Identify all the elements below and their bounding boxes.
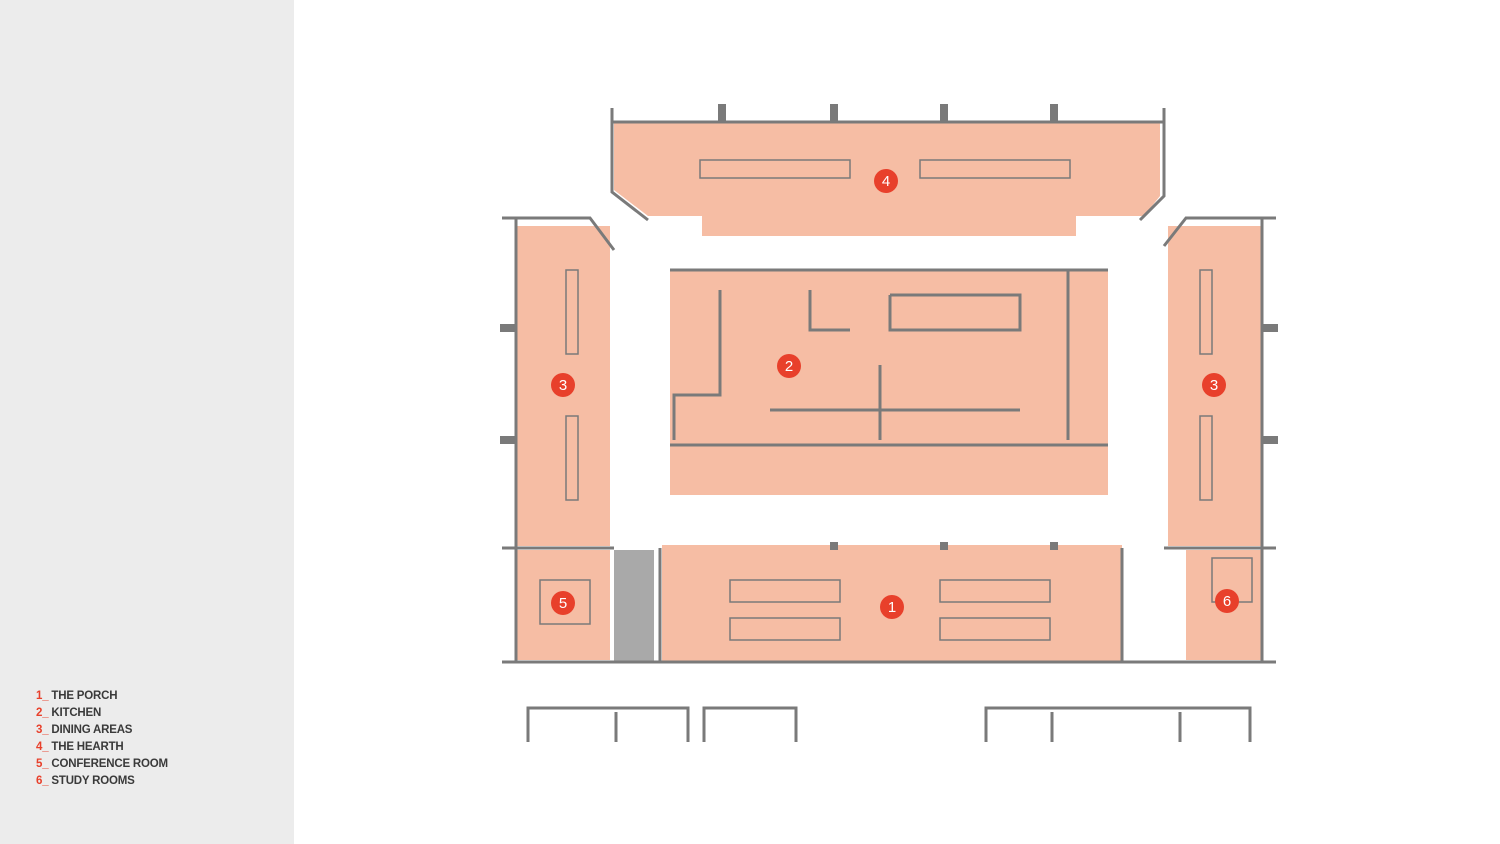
legend-label: STUDY ROOMS — [51, 775, 135, 787]
wall-hearth-outline — [610, 108, 649, 222]
badge-circle — [1202, 373, 1226, 397]
furniture-table-row — [939, 617, 1051, 641]
structural-columns — [500, 104, 1278, 550]
legend-item-hearth: 4_THE HEARTH — [36, 741, 124, 753]
badge-number: 2 — [785, 358, 793, 375]
column — [500, 436, 516, 444]
wall-south-annex-west — [526, 706, 690, 742]
badge-hearth: 4 — [874, 169, 898, 193]
badge-circle — [1215, 589, 1239, 613]
wall-west-wing — [502, 216, 616, 251]
wall-east-wing — [1162, 216, 1276, 247]
badge-number: 1 — [888, 599, 896, 616]
furniture-long-table — [565, 415, 579, 501]
badge-dining-east: 3 — [1202, 373, 1226, 397]
floor-plan-drawing: 1 2 3 3 4 5 6 — [500, 104, 1278, 742]
furniture-table-row — [729, 617, 841, 641]
furniture-long-table — [1199, 415, 1213, 501]
furniture-table-row — [939, 579, 1051, 603]
wall-hearth-outline-east — [1138, 108, 1166, 222]
badge-number: 3 — [1210, 377, 1218, 394]
furniture-conference-table — [539, 579, 591, 625]
floor-plan: 1 2 3 3 4 5 6 — [294, 0, 1500, 844]
wall-kitchen-interior-6 — [888, 293, 1022, 332]
column — [1050, 542, 1058, 550]
badge-conference-room: 5 — [551, 591, 575, 615]
furniture — [539, 159, 1253, 641]
wall-kitchen-interior-1 — [672, 290, 722, 440]
legend-item-study-rooms: 6_STUDY ROOMS — [36, 775, 135, 787]
badge-porch: 1 — [880, 595, 904, 619]
wall-kitchen-interior-2 — [808, 290, 850, 332]
column — [940, 104, 948, 122]
furniture-table-row — [729, 579, 841, 603]
badge-circle — [551, 373, 575, 397]
badge-number: 3 — [559, 377, 567, 394]
legend-label: CONFERENCE ROOM — [51, 758, 168, 770]
legend-item-conference-room: 5_CONFERENCE ROOM — [36, 758, 168, 770]
zones — [516, 122, 1262, 663]
badge-circle — [874, 169, 898, 193]
badge-kitchen: 2 — [777, 354, 801, 378]
badge-circle — [880, 595, 904, 619]
column — [1050, 104, 1058, 122]
column — [500, 324, 516, 332]
legend-label: KITCHEN — [51, 707, 102, 719]
column — [830, 104, 838, 122]
column — [940, 542, 948, 550]
legend-item-dining-areas: 3_DINING AREAS — [36, 724, 133, 736]
furniture-long-table — [1199, 269, 1213, 355]
furniture-long-table — [565, 269, 579, 355]
furniture-bench — [699, 159, 851, 179]
furniture-bench — [919, 159, 1071, 179]
badge-circle — [777, 354, 801, 378]
legend-label: THE PORCH — [51, 690, 118, 702]
sidebar-panel: 1_THE PORCH 2_KITCHEN 3_DINING AREAS 4_T… — [0, 0, 294, 844]
badge-circle — [551, 591, 575, 615]
wall-south-annex-east — [984, 706, 1252, 742]
wall-south-annex-mid — [702, 706, 798, 742]
zone-badges: 1 2 3 3 4 5 6 — [551, 169, 1239, 619]
column — [1262, 324, 1278, 332]
legend-label: THE HEARTH — [51, 741, 124, 753]
badge-number: 5 — [559, 595, 567, 612]
stair-core — [614, 550, 654, 662]
badge-dining-west: 3 — [551, 373, 575, 397]
badge-number: 6 — [1223, 593, 1231, 610]
column — [1262, 436, 1278, 444]
column — [830, 542, 838, 550]
badge-number: 4 — [882, 173, 890, 190]
badge-study-rooms: 6 — [1215, 589, 1239, 613]
column — [718, 104, 726, 122]
floor-plan-legend: 1_THE PORCH 2_KITCHEN 3_DINING AREAS 4_T… — [36, 688, 168, 790]
legend-label: DINING AREAS — [51, 724, 133, 736]
legend-item-kitchen: 2_KITCHEN — [36, 707, 102, 719]
legend-item-porch: 1_THE PORCH — [36, 690, 118, 702]
